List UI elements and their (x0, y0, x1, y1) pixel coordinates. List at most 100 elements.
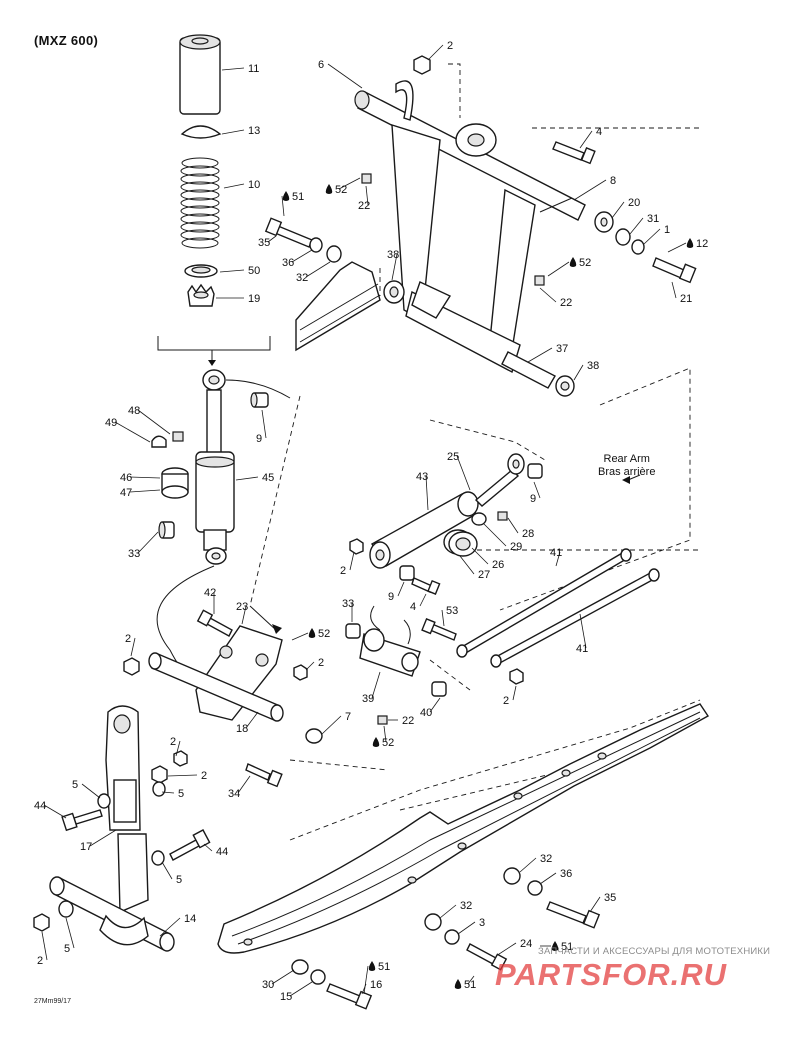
callout-number: 2 (201, 770, 207, 782)
leader-line (643, 228, 661, 245)
callout-number: 33 (342, 598, 354, 610)
callout-number: 51 (378, 961, 390, 973)
grease-fitting-22c (377, 715, 388, 725)
callout-43: 43 (416, 471, 429, 511)
callout-number: 33 (128, 548, 140, 560)
leader-line (495, 942, 517, 957)
bushing-9c (399, 565, 415, 581)
leader-line (65, 917, 75, 949)
callout-5a: 5 (72, 779, 101, 799)
callout-number: 41 (550, 547, 562, 559)
washer-15 (310, 969, 326, 985)
callout-15: 15 (280, 981, 313, 1003)
nut-2b (349, 538, 364, 555)
callout-number: 23 (236, 601, 248, 613)
callout-6: 6 (318, 59, 363, 89)
nut-2c (509, 668, 524, 685)
bolt-16 (326, 983, 373, 1010)
leader-line (291, 249, 313, 263)
washer-32b (503, 867, 521, 885)
callout-number: 8 (610, 175, 616, 187)
washer-32a (326, 245, 342, 263)
leader-line (261, 409, 267, 439)
callout-number: 32 (540, 853, 552, 865)
leader-line (349, 551, 355, 571)
leader-line (241, 605, 247, 625)
leader-line (361, 983, 367, 995)
leader-line (114, 421, 151, 443)
bolt-53 (421, 618, 457, 641)
callout-24: 24 (495, 938, 532, 957)
callout-number: 11 (248, 63, 259, 75)
leader-line (89, 829, 117, 847)
leader-line (281, 195, 285, 217)
callout-22c: 22 (388, 715, 414, 727)
callout-number: 45 (262, 472, 274, 484)
callout-21: 21 (671, 281, 692, 305)
callout-number: 3 (479, 917, 485, 929)
callout-number: 32 (296, 272, 308, 284)
leader-line (291, 632, 309, 641)
callout-number: 22 (560, 297, 572, 309)
callout-number: 28 (522, 528, 534, 540)
bushing-9b (527, 463, 543, 479)
leader-line (441, 609, 445, 627)
washer-30 (291, 959, 309, 975)
callout-45: 45 (235, 472, 274, 484)
callout-number: 27 (478, 569, 490, 581)
callout-14: 14 (159, 913, 196, 937)
callout-44a: 44 (34, 800, 67, 819)
rod-41-upper (456, 548, 632, 658)
callout-4b: 4 (410, 593, 427, 613)
callout-number: 5 (64, 943, 70, 955)
leader-line (81, 783, 101, 799)
oil-drop-icon (372, 737, 380, 747)
leader-line (391, 253, 398, 281)
callout-5b: 5 (161, 788, 184, 800)
leader-line (419, 593, 427, 607)
callout-number: 32 (460, 900, 472, 912)
callout-number: 19 (248, 293, 260, 305)
leader-line (371, 671, 381, 699)
callout-48: 48 (128, 405, 171, 435)
callout-41a: 41 (550, 547, 562, 567)
leader-line (459, 555, 475, 575)
callout-52b: 52 (547, 257, 591, 277)
spring-10 (180, 157, 220, 249)
oil-drop-icon (368, 961, 376, 971)
bushing-38b (555, 375, 575, 397)
callout-51a: 51 (281, 191, 304, 217)
callout-12: 12 (667, 238, 708, 253)
leader-line (573, 179, 607, 201)
callout-40: 40 (420, 697, 441, 719)
leader-line (167, 774, 198, 777)
callout-22a: 22 (358, 185, 370, 212)
leader-line (237, 775, 251, 794)
leader-line (221, 67, 245, 71)
callout-9c: 9 (388, 581, 405, 603)
leader-line (579, 613, 587, 649)
leader-line (671, 281, 677, 299)
washer-7 (305, 728, 323, 744)
leader-line (507, 517, 519, 534)
callout-28: 28 (507, 517, 534, 540)
bushing-40 (431, 681, 447, 697)
leader-line (467, 975, 475, 985)
callout-9b: 9 (530, 481, 541, 505)
rod-25 (474, 453, 525, 507)
callout-7: 7 (321, 711, 351, 735)
leader-line (533, 481, 541, 499)
leader-line (137, 409, 171, 435)
callout-number: 51 (464, 979, 476, 991)
bolt-34 (245, 763, 283, 788)
callout-18: 18 (236, 711, 259, 735)
callout-33a: 33 (128, 531, 159, 560)
callout-47: 47 (120, 487, 161, 499)
callout-32c: 32 (439, 900, 472, 919)
callout-number: 44 (34, 800, 46, 812)
oil-drop-icon (551, 941, 559, 951)
leader-line (43, 804, 67, 819)
nut-2d (123, 657, 140, 676)
leader-line (305, 661, 315, 671)
